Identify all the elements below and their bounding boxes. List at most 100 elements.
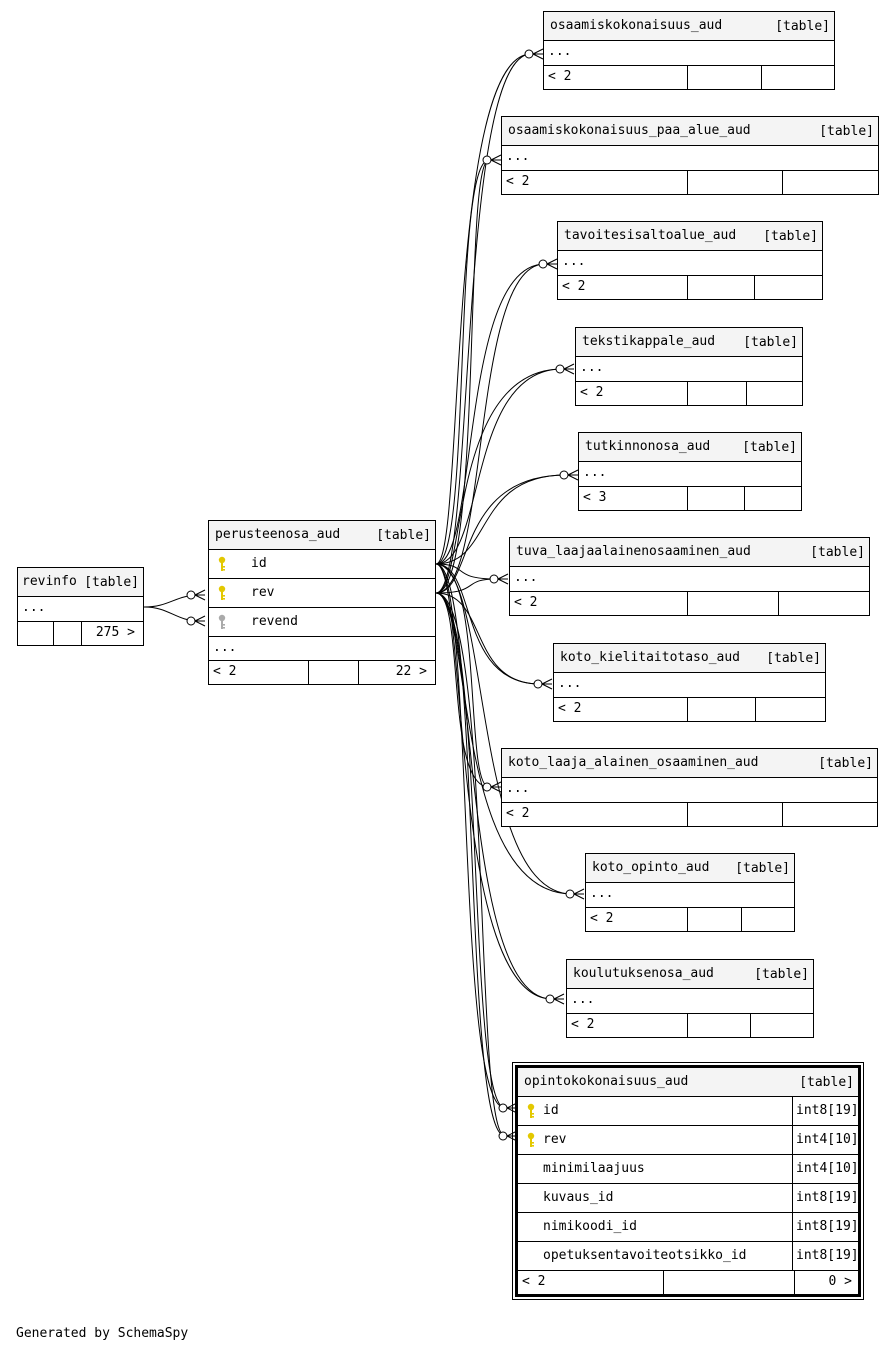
spacer-cell	[688, 1014, 751, 1037]
spacer-cell	[688, 66, 762, 89]
table-koulutuksenosa-aud[interactable]: koulutuksenosa_aud[table] ... < 2	[566, 959, 814, 1038]
foreign-key-icon	[218, 614, 226, 629]
columns-ellipsis-row: ...	[209, 637, 435, 661]
children-cell: 0 >	[795, 1271, 858, 1294]
edge-child-8-zero-marker	[565, 889, 575, 899]
columns-ellipsis: ...	[562, 254, 586, 269]
column-name: opetuksentavoiteotsikko_id	[543, 1248, 747, 1263]
edge-perusteenosa-child	[435, 563, 553, 1000]
table-header: osaamiskokonaisuus_paa_alue_aud[table]	[502, 117, 878, 146]
table-tekstikappale-aud[interactable]: tekstikappale_aud[table] ... < 2	[575, 327, 803, 406]
table-name: tekstikappale_aud	[582, 334, 716, 349]
edge-perusteenosa-child	[435, 563, 497, 580]
table-tavoitesisaltoalue-aud[interactable]: tavoitesisaltoalue_aud[table] ... < 2	[557, 221, 823, 300]
children-cell	[747, 382, 802, 405]
parents-cell: < 2	[502, 171, 688, 194]
column-name: rev	[543, 1132, 567, 1147]
column-type: int4[10]	[796, 1161, 858, 1176]
relationship-count-row: < 2	[502, 803, 877, 826]
relationship-count-row: < 2	[544, 66, 834, 89]
column-row: revend	[209, 608, 435, 637]
column-type: int8[19]	[796, 1103, 858, 1118]
edge-child-11-zero-marker	[498, 1131, 508, 1141]
table-kind: [table]	[818, 756, 873, 771]
edge-child-8-crowfoot	[573, 888, 585, 900]
edge-perusteenosa-child	[435, 592, 506, 1109]
table-header: koto_laaja_alainen_osaaminen_aud[table]	[502, 749, 877, 778]
edge-child-0-crowfoot	[532, 48, 544, 60]
columns-ellipsis: ...	[22, 600, 46, 615]
parents-cell: < 2	[567, 1014, 688, 1037]
edge-perusteenosa-child	[435, 368, 563, 565]
columns-ellipsis: ...	[548, 44, 572, 59]
table-name: koto_opinto_aud	[592, 860, 710, 875]
columns-ellipsis-row: ...	[502, 778, 877, 803]
columns-ellipsis: ...	[506, 781, 530, 796]
table-koto-kielitaitotaso-aud[interactable]: koto_kielitaitotaso_aud[table] ... < 2	[553, 643, 826, 722]
table-tuva-laajaalainenosaaminen-aud[interactable]: tuva_laajaalainenosaaminen_aud[table] ..…	[509, 537, 870, 616]
table-koto-opinto-aud[interactable]: koto_opinto_aud [table] ... < 2	[585, 853, 795, 932]
spacer-cell	[54, 622, 82, 645]
columns-ellipsis: ...	[213, 640, 237, 655]
table-header: tutkinnonosa_aud[table]	[579, 433, 801, 462]
relationship-count-row: < 3	[579, 487, 801, 510]
parents-count: < 2	[571, 1017, 595, 1032]
columns-ellipsis: ...	[580, 360, 604, 375]
table-name: tavoitesisaltoalue_aud	[564, 228, 737, 243]
parents-cell: < 2	[544, 66, 688, 89]
columns-ellipsis-row: ...	[586, 883, 794, 908]
parents-count: < 2	[522, 1274, 546, 1289]
spacer-cell	[688, 487, 745, 510]
spacer-cell	[309, 661, 359, 684]
table-osaamiskokonaisuus-paa-alue-aud[interactable]: osaamiskokonaisuus_paa_alue_aud[table] .…	[501, 116, 879, 195]
parents-count: < 2	[590, 911, 614, 926]
table-kind: [table]	[742, 440, 797, 455]
relationship-count-row: < 2	[567, 1014, 813, 1037]
table-header: tavoitesisaltoalue_aud[table]	[558, 222, 822, 251]
table-header: revinfo [table]	[18, 568, 143, 597]
column-name: revend	[251, 614, 298, 629]
edge-child-1-zero-marker	[482, 155, 492, 165]
table-header: opintokokonaisuus_aud[table]	[518, 1068, 858, 1097]
edge-perusteenosa-child	[435, 592, 506, 1137]
table-revinfo[interactable]: revinfo [table] ... 275 >	[17, 567, 144, 646]
edge-child-5-zero-marker	[489, 574, 499, 584]
spacer-cell	[688, 382, 747, 405]
edge-perusteenosa-child	[435, 53, 532, 594]
edge-perusteenosa-child	[435, 53, 532, 565]
children-cell	[762, 66, 834, 89]
table-koto-laaja-alainen-osaaminen-aud[interactable]: koto_laaja_alainen_osaaminen_aud[table] …	[501, 748, 878, 827]
parents-count: < 3	[583, 490, 607, 505]
children-cell	[756, 698, 825, 721]
table-osaamiskokonaisuus-aud[interactable]: osaamiskokonaisuus_aud[table] ... < 2	[543, 11, 835, 90]
columns-ellipsis-row: ...	[502, 146, 878, 171]
parents-cell: < 2	[576, 382, 688, 405]
table-perusteenosa-aud[interactable]: perusteenosa_aud [table] id rev revend .…	[208, 520, 436, 685]
column-type: int4[10]	[796, 1132, 858, 1147]
table-name: koto_kielitaitotaso_aud	[560, 650, 741, 665]
edge-child-2-crowfoot	[546, 258, 558, 270]
primary-key-icon	[527, 1132, 535, 1147]
column-row: id int8[19]	[518, 1097, 858, 1126]
table-name: koulutuksenosa_aud	[573, 966, 714, 981]
edge-child-9-zero-marker	[545, 994, 555, 1004]
column-row: kuvaus_id int8[19]	[518, 1184, 858, 1213]
column-row: opetuksentavoiteotsikko_id int8[19]	[518, 1242, 858, 1271]
columns-ellipsis-row: ...	[544, 41, 834, 66]
edge-revinfo-0-crowfoot	[194, 589, 206, 601]
table-opintokokonaisuus-aud[interactable]: opintokokonaisuus_aud[table] id int8[19]…	[512, 1062, 864, 1300]
table-header: osaamiskokonaisuus_aud[table]	[544, 12, 834, 41]
table-kind: [table]	[799, 1075, 854, 1090]
columns-ellipsis-row: ...	[18, 597, 143, 622]
primary-key-icon	[218, 585, 226, 600]
children-count: 275 >	[95, 625, 135, 640]
edge-child-6-zero-marker	[533, 679, 543, 689]
table-kind: [table]	[735, 861, 790, 876]
columns-ellipsis: ...	[558, 676, 582, 691]
columns-ellipsis-row: ...	[567, 989, 813, 1014]
columns-ellipsis-row: ...	[579, 462, 801, 487]
columns-ellipsis: ...	[583, 465, 607, 480]
table-tutkinnonosa-aud[interactable]: tutkinnonosa_aud[table] ... < 3	[578, 432, 802, 511]
children-cell	[783, 803, 877, 826]
